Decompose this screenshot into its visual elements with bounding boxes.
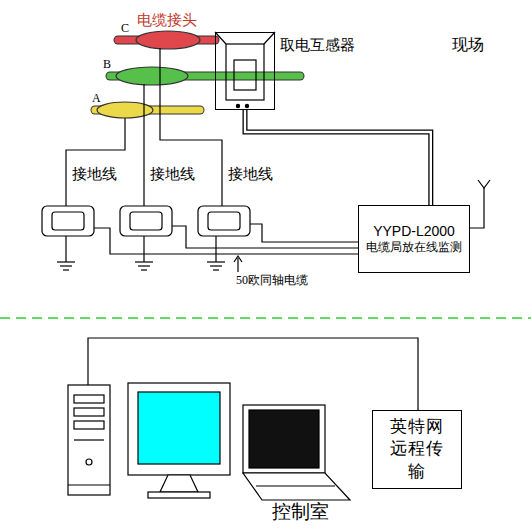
antenna [470,180,490,228]
pc-tower [68,385,110,495]
node-title: 英特网 远程传输 [390,416,444,482]
node-title: YYPD-L2000 [373,222,455,240]
monitor-unit-box: YYPD-L2000电缆局放在线监测 [358,205,470,273]
phase-letter: C [121,22,129,35]
ground-wire-label: 接地线 [72,166,117,183]
divider [0,317,531,319]
control-room-label: 控制室 [272,502,329,523]
transformer-core [215,32,275,108]
ground-symbol [57,236,225,270]
node-title: 取电互感器 [280,36,355,56]
coax-cable [94,224,358,272]
cable-c [118,31,215,49]
transformer-box: 取电互感器 [215,32,275,110]
remote-transfer-box: 英特网 远程传输 [372,410,462,489]
cable-a [95,102,200,118]
phase-letter: A [92,92,101,105]
ct-sensor [42,206,250,236]
ground-wire-label: 接地线 [228,166,273,183]
monitor [128,383,230,498]
phase-letter: B [103,58,111,71]
site-label: 现场 [452,36,484,54]
cable-joint-label: 电缆接头 [137,12,197,29]
power-feed-line [245,110,431,205]
laptop [243,405,350,500]
cable-b [110,67,300,85]
node-subtitle: 电缆局放在线监测 [366,240,462,256]
ground-wire [66,48,222,206]
coax-label: 50欧同轴电缆 [236,274,308,287]
ground-wire-label: 接地线 [150,166,195,183]
